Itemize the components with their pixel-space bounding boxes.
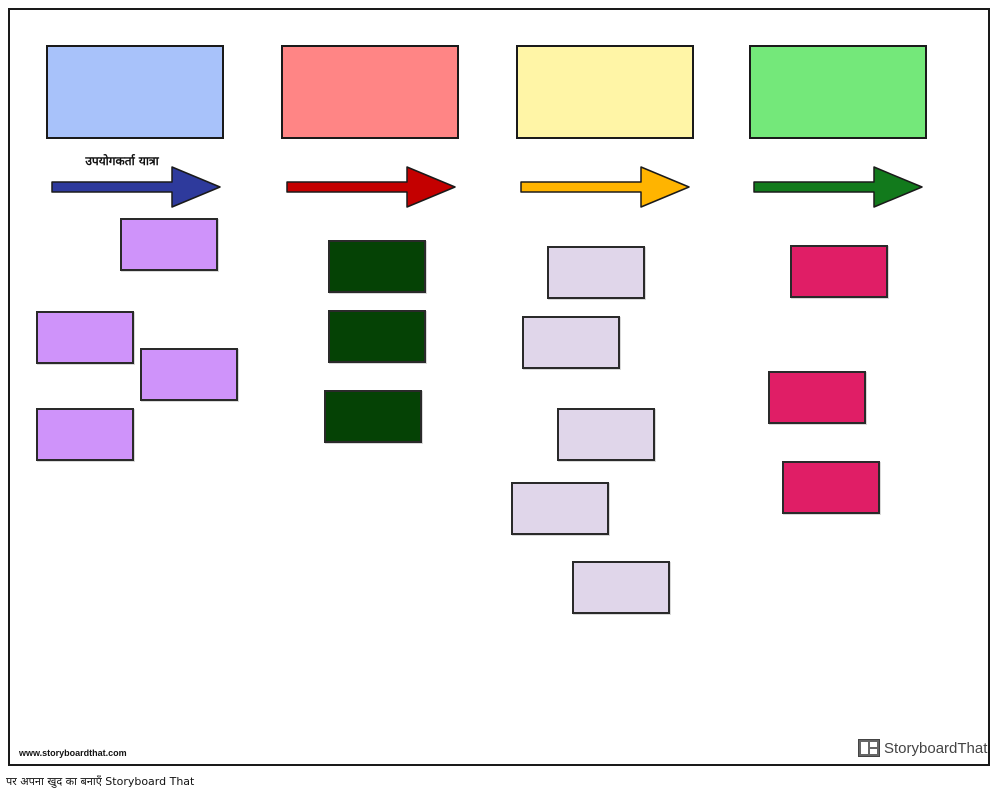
note-crimson[interactable] xyxy=(782,461,880,514)
stage-box-2[interactable] xyxy=(281,45,459,139)
storyboardthat-logo: StoryboardThat xyxy=(858,739,987,757)
arrow-right-icon xyxy=(286,166,456,208)
storyboard-logo-icon xyxy=(858,739,880,757)
storyboard-frame: उपयोगकर्ता यात्रा xyxy=(8,8,990,766)
note-lavender[interactable] xyxy=(557,408,655,461)
note-crimson[interactable] xyxy=(790,245,888,298)
journey-label: उपयोगकर्ता यात्रा xyxy=(85,154,159,168)
arrow-right-icon xyxy=(520,166,690,208)
arrow-right-icon xyxy=(753,166,923,208)
note-lavender[interactable] xyxy=(522,316,620,369)
stage-box-1[interactable] xyxy=(46,45,224,139)
brand-name: StoryboardThat xyxy=(884,739,988,757)
note-purple[interactable] xyxy=(120,218,218,271)
note-purple[interactable] xyxy=(36,408,134,461)
stage-box-4[interactable] xyxy=(749,45,927,139)
note-lavender[interactable] xyxy=(547,246,645,299)
note-purple[interactable] xyxy=(140,348,238,401)
note-purple[interactable] xyxy=(36,311,134,364)
site-url[interactable]: www.storyboardthat.com xyxy=(19,748,127,758)
note-dark-green[interactable] xyxy=(324,390,422,443)
stage-box-3[interactable] xyxy=(516,45,694,139)
footer-caption[interactable]: पर अपना खुद का बनाएँ Storyboard That xyxy=(6,775,195,788)
arrow-right-icon xyxy=(51,166,221,208)
note-dark-green[interactable] xyxy=(328,240,426,293)
note-lavender[interactable] xyxy=(511,482,609,535)
note-lavender[interactable] xyxy=(572,561,670,614)
note-crimson[interactable] xyxy=(768,371,866,424)
note-dark-green[interactable] xyxy=(328,310,426,363)
